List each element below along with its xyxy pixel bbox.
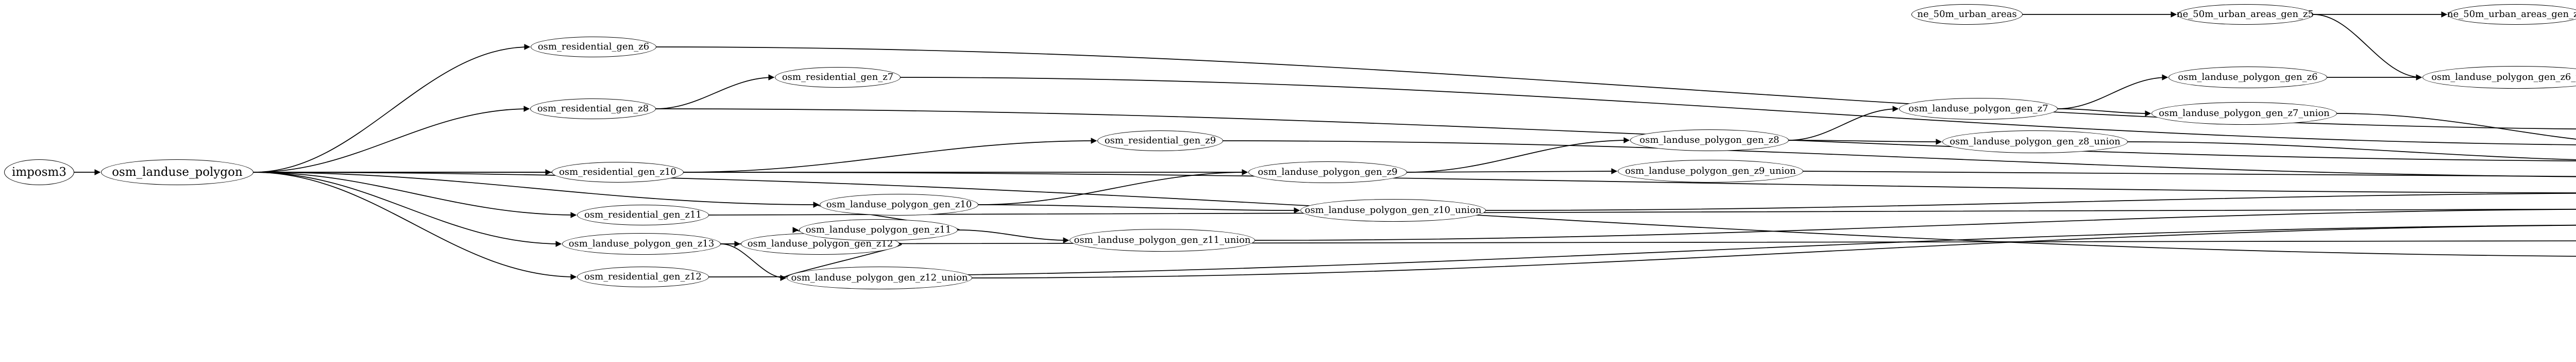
graph-edge-osm_landuse_polygon-to-osm_residential_gen_z8 [253, 106, 530, 173]
graph-edge-osm_landuse_polygon_gen_z8-to-osm_landuse_polygon_gen_z8_union [1788, 139, 1942, 145]
graph-node-osm_landuse_polygon_gen_z9_union[interactable]: osm_landuse_polygon_gen_z9_union [1618, 160, 1803, 183]
graph-node-osm_landuse_polygon[interactable]: osm_landuse_polygon [101, 159, 253, 185]
graph-node-label: osm_landuse_polygon_gen_z8_union [1950, 136, 2121, 147]
graph-edge-osm_landuse_polygon_gen_z8_union-to-layer_landuse_z8 [2127, 141, 2576, 160]
graph-edge-osm_landuse_polygon-to-osm_landuse_polygon_gen_z10 [253, 172, 820, 208]
graph-node-osm_landuse_polygon_gen_z6_union[interactable]: osm_landuse_polygon_gen_z6_union [2422, 66, 2576, 89]
graph-edge-osm_landuse_polygon_gen_z11-to-osm_landuse_polygon_gen_z11_union [957, 229, 1070, 243]
graph-node-ne_50m_urban_areas_gen_z5[interactable]: ne_50m_urban_areas_gen_z5 [2177, 4, 2314, 25]
graph-node-label: osm_landuse_polygon_gen_z12 [747, 238, 893, 249]
graph-node-osm_residential_gen_z11[interactable]: osm_residential_gen_z11 [577, 205, 709, 225]
graph-node-label: osm_landuse_polygon_gen_z11 [805, 224, 952, 235]
graph-edge-osm_landuse_polygon_gen_z12_union-to-layer_landuse_z12 [972, 224, 2576, 278]
graph-edge-osm_landuse_polygon_gen_z7_union-to-layer_landuse_z7 [2336, 113, 2576, 140]
graph-node-osm_landuse_polygon_gen_z10_union[interactable]: osm_landuse_polygon_gen_z10_union [1300, 199, 1486, 222]
graph-node-imposm3[interactable]: imposm3 [4, 159, 74, 185]
graph-node-osm_landuse_polygon_gen_z7_union[interactable]: osm_landuse_polygon_gen_z7_union [2151, 102, 2337, 125]
graph-node-osm_residential_gen_z12[interactable]: osm_residential_gen_z12 [577, 267, 709, 287]
graph-edge-osm_landuse_polygon_gen_z13-to-osm_landuse_polygon_gen_z12_union [720, 243, 787, 281]
graph-node-osm_landuse_polygon_gen_z10[interactable]: osm_landuse_polygon_gen_z10 [820, 194, 978, 216]
graph-node-osm_landuse_polygon_gen_z7[interactable]: osm_landuse_polygon_gen_z7 [1899, 98, 2058, 120]
graph-node-label: osm_residential_gen_z7 [782, 72, 894, 83]
graph-edge-osm_residential_gen_z12-to-layer_landuse_z12 [708, 224, 2576, 277]
graph-node-osm_landuse_polygon_gen_z8[interactable]: osm_landuse_polygon_gen_z8 [1630, 129, 1789, 151]
graph-node-label: osm_landuse_polygon_gen_z8 [1639, 135, 1780, 145]
graph-edge-osm_landuse_polygon_gen_z12-to-osm_landuse_polygon_gen_z12_union [780, 243, 902, 281]
graph-edge-osm_landuse_polygon_gen_z8-to-osm_landuse_polygon_gen_z7 [1788, 106, 1899, 141]
graph-edge-osm_landuse_polygon-to-osm_landuse_polygon_gen_z13 [253, 172, 562, 247]
graph-node-label: osm_landuse_polygon_gen_z7_union [2159, 108, 2330, 119]
graph-edge-osm_landuse_polygon_gen_z10_union-to-layer_landuse_z10 [1485, 193, 2576, 211]
graph-edge-osm_landuse_polygon_gen_z10-to-osm_landuse_polygon_gen_z9 [978, 169, 1248, 205]
graph-node-label: osm_landuse_polygon [112, 165, 243, 179]
graph-edge-osm_landuse_polygon_gen_z13-to-layer_landuse_z13 [720, 240, 2576, 244]
graph-node-label: osm_residential_gen_z11 [584, 209, 702, 220]
graph-node-osm_residential_gen_z6[interactable]: osm_residential_gen_z6 [531, 37, 656, 57]
graph-node-osm_landuse_polygon_gen_z6[interactable]: osm_landuse_polygon_gen_z6 [2168, 67, 2327, 88]
graph-edge-osm_residential_gen_z6-to-layer_landuse_z6 [656, 46, 2576, 129]
graph-edge-osm_landuse_polygon_gen_z10-to-osm_landuse_polygon_gen_z10_union [978, 204, 1300, 213]
graph-node-label: ne_50m_urban_areas_gen_z4 [2447, 9, 2576, 20]
graph-edge-osm_landuse_polygon_gen_z11_union-to-layer_landuse_z11 [1255, 208, 2576, 241]
graph-node-label: osm_landuse_polygon_gen_z9_union [1625, 166, 1796, 176]
graph-node-label: osm_landuse_polygon_gen_z6 [2178, 72, 2318, 83]
graph-node-label: osm_landuse_polygon_gen_z10_union [1304, 205, 1482, 216]
graph-node-osm_residential_gen_z9[interactable]: osm_residential_gen_z9 [1097, 130, 1223, 151]
graph-node-osm_landuse_polygon_gen_z12_union[interactable]: osm_landuse_polygon_gen_z12_union [787, 267, 972, 289]
graph-edge-osm_residential_gen_z10-to-osm_residential_gen_z9 [683, 138, 1097, 173]
graph-edge-osm_landuse_polygon_gen_z9-to-osm_landuse_polygon_gen_z9_union [1406, 168, 1618, 174]
graph-node-osm_landuse_polygon_gen_z9[interactable]: osm_landuse_polygon_gen_z9 [1248, 161, 1407, 183]
graph-edge-osm_residential_gen_z10-to-layer_landuse_z10 [683, 172, 2576, 193]
graph-node-ne_50m_urban_areas_gen_z4[interactable]: ne_50m_urban_areas_gen_z4 [2447, 4, 2576, 25]
graph-edge-osm_landuse_polygon_gen_z9_union-to-layer_landuse_z9 [1803, 171, 2576, 177]
graph-node-label: osm_residential_gen_z6 [537, 41, 650, 52]
graph-edge-osm_residential_gen_z9-to-layer_landuse_z9 [1223, 140, 2576, 177]
graph-node-label: osm_landuse_polygon_gen_z13 [568, 238, 715, 249]
graph-node-label: osm_residential_gen_z10 [559, 167, 676, 177]
graph-edge-osm_residential_gen_z8-to-osm_residential_gen_z7 [655, 74, 775, 109]
graph-node-osm_landuse_polygon_gen_z11_union[interactable]: osm_landuse_polygon_gen_z11_union [1070, 229, 1255, 252]
graph-node-label: osm_landuse_polygon_gen_z10 [826, 199, 972, 210]
graph-node-osm_residential_gen_z8[interactable]: osm_residential_gen_z8 [530, 98, 656, 119]
graph-node-label: osm_landuse_polygon_gen_z11_union [1074, 235, 1251, 245]
graph-node-label: osm_landuse_polygon_gen_z7 [1908, 103, 2048, 114]
graph-edge-osm_landuse_polygon_gen_z7-to-osm_landuse_polygon_gen_z7_union [2057, 108, 2151, 117]
graph-node-osm_landuse_polygon_gen_z8_union[interactable]: osm_landuse_polygon_gen_z8_union [1942, 130, 2128, 153]
graph-edge-ne_50m_urban_areas_gen_z5-to-osm_landuse_polygon_gen_z6_union [2313, 14, 2422, 80]
graph-node-label: osm_landuse_polygon_gen_z9 [1258, 167, 1398, 177]
graph-edge-osm_landuse_polygon_gen_z9-to-osm_landuse_polygon_gen_z8 [1406, 137, 1630, 173]
graph-node-osm_residential_gen_z10[interactable]: osm_residential_gen_z10 [552, 162, 684, 183]
graph-node-label: osm_landuse_polygon_gen_z6_union [2431, 72, 2576, 83]
graph-node-label: osm_residential_gen_z9 [1104, 135, 1216, 146]
graph-edge-osm_landuse_polygon-to-osm_residential_gen_z11 [253, 172, 577, 218]
graph-node-ne_50m_urban_areas[interactable]: ne_50m_urban_areas [1911, 4, 2023, 25]
graph-node-osm_landuse_polygon_gen_z13[interactable]: osm_landuse_polygon_gen_z13 [562, 233, 721, 255]
graph-node-label: ne_50m_urban_areas [1917, 9, 2017, 20]
graph-edge-osm_landuse_polygon-to-osm_residential_gen_z6 [253, 44, 531, 173]
graph-node-label: osm_residential_gen_z12 [584, 271, 702, 282]
graph-edge-osm_landuse_polygon_gen_z7-to-osm_landuse_polygon_gen_z6 [2057, 74, 2168, 109]
graph-edge-osm_residential_gen_z7-to-layer_landuse_z7 [900, 77, 2576, 145]
graph-node-label: osm_residential_gen_z8 [537, 103, 649, 114]
graph-node-label: imposm3 [12, 165, 66, 179]
graph-node-label: osm_landuse_polygon_gen_z12_union [791, 272, 968, 283]
graph-node-osm_landuse_polygon_gen_z11[interactable]: osm_landuse_polygon_gen_z11 [799, 219, 958, 241]
graph-node-label: ne_50m_urban_areas_gen_z5 [2177, 9, 2314, 20]
graph-edge-osm_landuse_polygon-to-osm_residential_gen_z12 [253, 172, 577, 280]
graph-node-osm_residential_gen_z7[interactable]: osm_residential_gen_z7 [775, 67, 901, 88]
